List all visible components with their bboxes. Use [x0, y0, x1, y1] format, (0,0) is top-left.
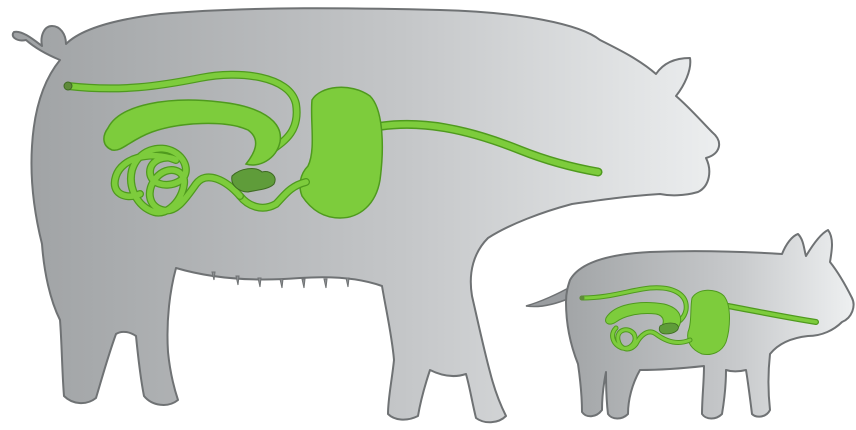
teat	[302, 279, 305, 288]
piglet-anus-marker	[580, 296, 585, 301]
teat	[346, 278, 349, 287]
stomach	[300, 87, 382, 218]
teat	[324, 279, 327, 288]
piglet-stomach	[688, 290, 730, 354]
piglet	[526, 230, 854, 419]
teat	[258, 278, 261, 287]
anus-marker	[64, 82, 72, 90]
teat	[236, 276, 239, 285]
teat	[280, 279, 283, 288]
